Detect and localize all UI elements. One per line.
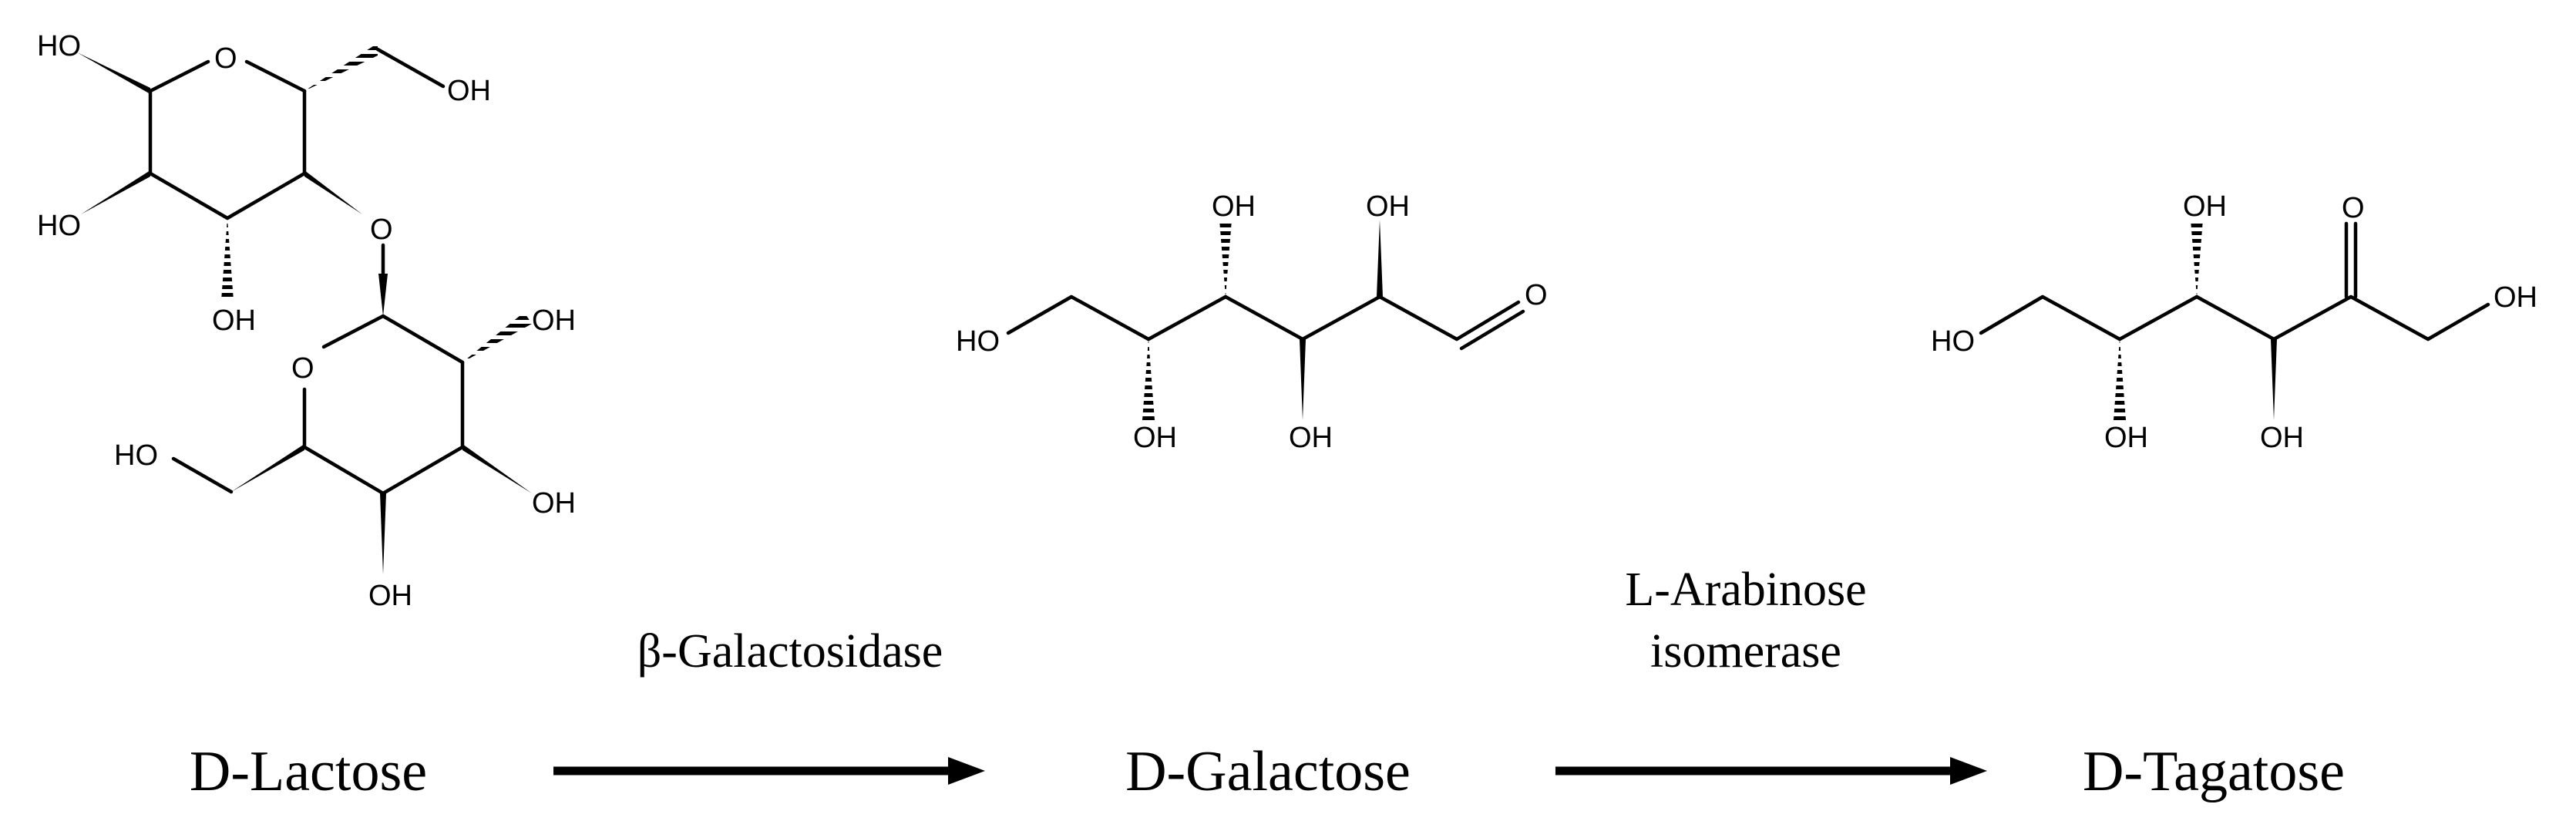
galactose-oh-c4: OH <box>1212 190 1256 223</box>
lactose-oh-3: OH <box>532 304 576 337</box>
lactose-oh-4: OH <box>532 487 576 520</box>
tagatose-carbonyl-o: O <box>2342 192 2365 224</box>
galactose-oh-c5: OH <box>1133 422 1177 454</box>
lactose-ring-o-2: O <box>291 352 314 385</box>
galactose-oh-c3: OH <box>1289 422 1333 454</box>
lactose-structure: HO O OH HO O OH OH O HO OH OH <box>37 30 576 612</box>
tagatose-oh-c4: OH <box>2183 190 2227 223</box>
galactose-oh-c2: OH <box>1366 190 1410 223</box>
enzyme-beta-galactosidase: β-Galactosidase <box>637 625 943 678</box>
label-d-galactose: D-Galactose <box>1125 740 1411 803</box>
label-d-lactose: D-Lactose <box>190 740 427 803</box>
tagatose-ho-1: HO <box>1931 325 1975 358</box>
reaction-arrow-1 <box>553 757 985 785</box>
lactose-upper-ring <box>77 43 446 301</box>
lactose-glycosidic-o: O <box>370 214 393 246</box>
galactose-structure: HO OH OH OH OH O <box>956 190 1548 454</box>
tagatose-oh-c3: OH <box>2260 422 2304 454</box>
galactose-carbonyl-o: O <box>1525 279 1548 311</box>
lactose-ho-1: HO <box>37 30 81 62</box>
lactose-oh-2: OH <box>212 304 256 337</box>
galactose-ho-1: HO <box>956 325 1000 358</box>
enzyme-arabinose-isomerase-line1: L-Arabinose <box>1625 564 1866 616</box>
lactose-oh-5: OH <box>368 580 412 612</box>
lactose-ring-o-1: O <box>214 42 237 75</box>
lactose-lower-ring <box>171 312 532 574</box>
enzyme-arabinose-isomerase-line2: isomerase <box>1650 625 1841 678</box>
reaction-arrow-2 <box>1555 757 1987 785</box>
lactose-ho-2: HO <box>37 210 81 242</box>
tagatose-oh-c5: OH <box>2104 422 2148 454</box>
lactose-oh-1: OH <box>447 75 491 107</box>
tagatose-structure: HO OH OH OH O OH <box>1931 190 2537 454</box>
lactose-ho-3: HO <box>114 439 158 472</box>
tagatose-oh-c1: OH <box>2494 281 2537 314</box>
glycosidic-wedge <box>378 274 388 316</box>
label-d-tagatose: D-Tagatose <box>2083 740 2345 803</box>
